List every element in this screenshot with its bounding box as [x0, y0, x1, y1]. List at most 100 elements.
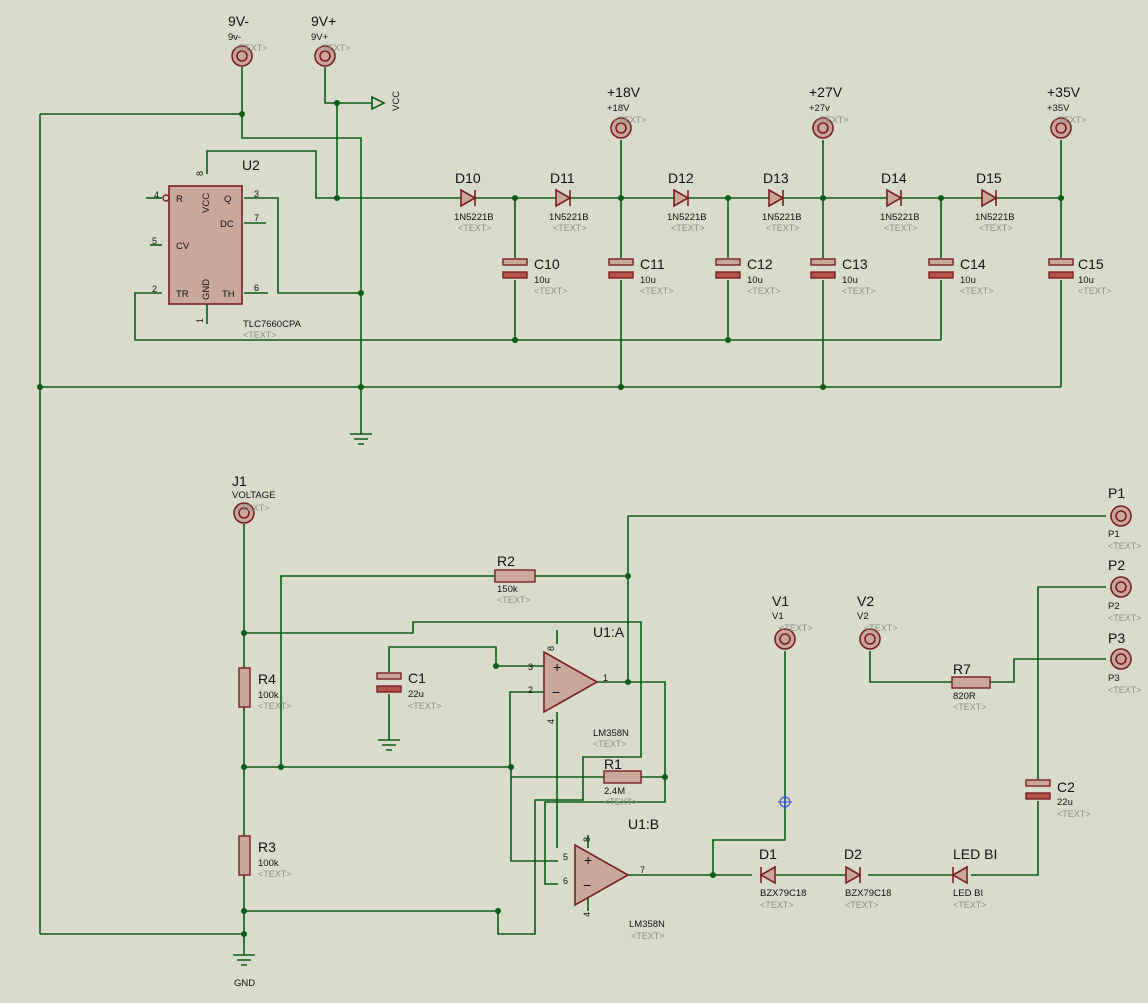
diode-d13[interactable]: D13 1N5221B <TEXT>: [762, 170, 802, 233]
ground-symbol-gnd: GND: [233, 954, 255, 989]
diode-d12[interactable]: D12 1N5221B <TEXT>: [667, 170, 707, 233]
resistor-r1[interactable]: R1 2.4M <TEXT>: [603, 756, 642, 807]
svg-text:C11: C11: [640, 256, 665, 272]
terminal-27v[interactable]: +27V +27v <TEXT>: [809, 84, 849, 139]
terminal-35v[interactable]: +35V +35V <TEXT>: [1047, 84, 1087, 139]
svg-text:1N5221B: 1N5221B: [667, 212, 707, 223]
svg-text:150k: 150k: [497, 584, 518, 595]
diode-d2[interactable]: D2 BZX79C18 <TEXT>: [844, 846, 891, 910]
resistor-r4[interactable]: R4 100k <TEXT>: [238, 667, 292, 711]
svg-text:1N5221B: 1N5221B: [549, 212, 589, 223]
capacitor-c10[interactable]: C10 10u <TEXT>: [502, 256, 568, 296]
terminal-p3[interactable]: P3 P3 <TEXT>: [1108, 630, 1142, 695]
svg-text:<TEXT>: <TEXT>: [953, 702, 987, 712]
resistor-r7[interactable]: R7 820R <TEXT>: [951, 661, 991, 712]
svg-text:100k: 100k: [258, 690, 279, 701]
u2-ref: U2: [242, 157, 260, 173]
svg-text:<TEXT>: <TEXT>: [604, 797, 638, 807]
capacitor-c13[interactable]: C13 10u <TEXT>: [810, 256, 876, 296]
svg-text:2.4M: 2.4M: [604, 786, 625, 797]
svg-text:1N5221B: 1N5221B: [975, 212, 1015, 223]
svg-text:1: 1: [603, 673, 608, 683]
diode-d15[interactable]: D15 1N5221B <TEXT>: [975, 170, 1015, 233]
svg-text:100k: 100k: [258, 858, 279, 869]
ground-symbol-c1: [378, 739, 400, 751]
svg-text:<TEXT>: <TEXT>: [864, 623, 898, 633]
svg-text:<TEXT>: <TEXT>: [845, 900, 879, 910]
opamp-u1a[interactable]: + − U1:A LM358N <TEXT> 3 2 1 8 4: [528, 624, 629, 749]
svg-text:8: 8: [582, 837, 592, 842]
svg-text:<TEXT>: <TEXT>: [979, 223, 1013, 233]
led-bi[interactable]: LED BI LED BI <TEXT>: [951, 846, 997, 910]
terminal-p2[interactable]: P2 P2 <TEXT>: [1108, 557, 1142, 623]
svg-text:TH: TH: [222, 289, 235, 300]
svg-text:22u: 22u: [1057, 797, 1073, 808]
svg-text:TR: TR: [176, 289, 189, 300]
svg-text:<TEXT>: <TEXT>: [779, 623, 813, 633]
capacitor-c12[interactable]: C12 10u <TEXT>: [715, 256, 781, 296]
svg-text:<TEXT>: <TEXT>: [458, 223, 492, 233]
svg-text:<TEXT>: <TEXT>: [953, 900, 987, 910]
resistor-r3[interactable]: R3 100k <TEXT>: [238, 835, 292, 879]
terminal-v2[interactable]: V2 V2 <TEXT>: [857, 593, 898, 650]
svg-text:<TEXT>: <TEXT>: [671, 223, 705, 233]
ic-u2[interactable]: U2 TLC7660CPA <TEXT> R Q DC CV TR TH VCC…: [152, 157, 302, 340]
svg-text:C2: C2: [1057, 779, 1075, 795]
svg-text:10u: 10u: [842, 275, 858, 286]
svg-text:R1: R1: [604, 756, 622, 772]
svg-text:<TEXT>: <TEXT>: [960, 286, 994, 296]
svg-text:+: +: [584, 852, 592, 868]
svg-text:D10: D10: [455, 170, 481, 186]
diode-d10[interactable]: D10 1N5221B <TEXT>: [454, 170, 494, 233]
svg-text:R: R: [176, 194, 183, 205]
svg-text:9V+: 9V+: [311, 13, 336, 29]
opamp-u1b[interactable]: + − U1:B LM358N <TEXT> 5 6 7 8 4: [563, 816, 665, 941]
svg-text:−: −: [552, 684, 560, 700]
capacitor-c14[interactable]: C14 10u <TEXT>: [928, 256, 994, 296]
diode-d1[interactable]: D1 BZX79C18 <TEXT>: [759, 846, 806, 910]
svg-text:J1: J1: [232, 473, 247, 489]
terminal-j1[interactable]: J1 VOLTAGE <TEXT>: [232, 473, 275, 524]
svg-text:R2: R2: [497, 553, 515, 569]
svg-text:<TEXT>: <TEXT>: [593, 739, 627, 749]
capacitor-c2[interactable]: C2 22u <TEXT>: [1025, 779, 1091, 819]
gnd-label: GND: [234, 978, 255, 989]
capacitor-c11[interactable]: C11 10u <TEXT>: [608, 256, 674, 296]
svg-text:10u: 10u: [640, 275, 656, 286]
svg-text:1N5221B: 1N5221B: [454, 212, 494, 223]
capacitor-c1[interactable]: C1 22u <TEXT>: [376, 670, 442, 711]
svg-text:C10: C10: [534, 256, 560, 272]
wires: [39, 67, 1106, 955]
svg-text:10u: 10u: [1078, 275, 1094, 286]
svg-text:6: 6: [254, 283, 259, 293]
u1a-part: LM358N: [593, 728, 629, 739]
svg-text:4: 4: [546, 719, 556, 724]
svg-text:<TEXT>: <TEXT>: [815, 115, 849, 125]
svg-text:V2: V2: [857, 593, 874, 609]
terminal-v1[interactable]: V1 V1 <TEXT>: [772, 593, 813, 650]
terminal-18v[interactable]: +18V +18V <TEXT>: [607, 84, 647, 139]
svg-text:D1: D1: [759, 846, 777, 862]
svg-text:C14: C14: [960, 256, 986, 272]
diode-d14[interactable]: D14 1N5221B <TEXT>: [880, 170, 920, 233]
svg-text:2: 2: [152, 284, 157, 294]
svg-text:VOLTAGE: VOLTAGE: [232, 490, 275, 501]
svg-text:<TEXT>: <TEXT>: [553, 223, 587, 233]
svg-text:P2: P2: [1108, 557, 1125, 573]
svg-text:10u: 10u: [534, 275, 550, 286]
terminal-p1[interactable]: P1 P1 <TEXT>: [1108, 485, 1142, 551]
terminal-9v-minus[interactable]: 9V- 9v- <TEXT>: [228, 13, 268, 67]
svg-text:D14: D14: [881, 170, 907, 186]
svg-text:CV: CV: [176, 241, 190, 252]
u1b-ref: U1:B: [628, 816, 659, 832]
svg-text:<TEXT>: <TEXT>: [534, 286, 568, 296]
svg-text:22u: 22u: [408, 689, 424, 700]
capacitor-c15[interactable]: C15 10u <TEXT>: [1048, 256, 1112, 296]
resistor-r2[interactable]: R2 150k <TEXT>: [494, 553, 536, 605]
svg-text:D11: D11: [550, 170, 575, 186]
terminal-9v-plus[interactable]: 9V+ 9V+ <TEXT>: [311, 13, 351, 67]
svg-text:5: 5: [152, 236, 157, 246]
diode-d11[interactable]: D11 1N5221B <TEXT>: [549, 170, 589, 233]
svg-text:V2: V2: [857, 611, 869, 622]
